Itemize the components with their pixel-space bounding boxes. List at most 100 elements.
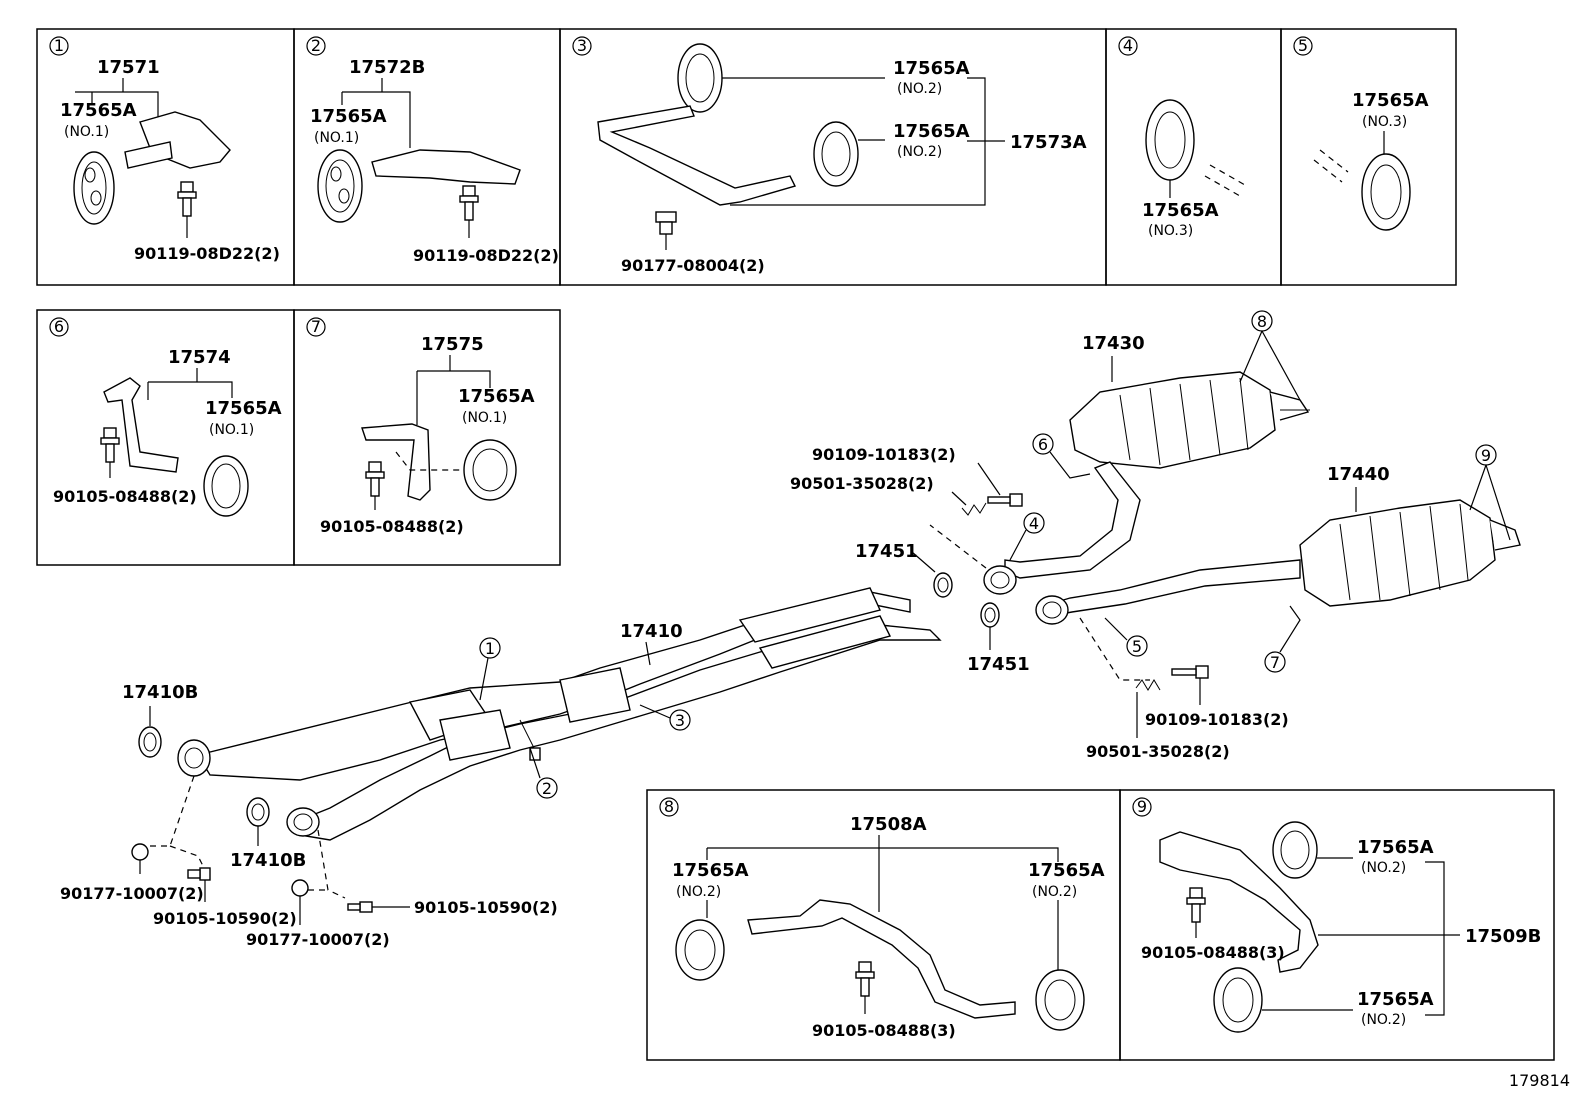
panel-9-rubber-top-note: (NO.2) [1361, 860, 1406, 876]
bolt-icon [987, 493, 1023, 507]
panel-9-bolt: 90105-08488(3) [1141, 943, 1285, 962]
spring-icon [1135, 679, 1161, 691]
front-right-flange [286, 807, 320, 837]
panel-8-main-part: 17508A [850, 814, 927, 835]
panel-3-index: 3 [577, 36, 587, 55]
callout-1-circle [479, 637, 501, 659]
lower-center-flange [1035, 595, 1069, 625]
label-bolt-front-left: 90105-10590(2) [153, 909, 297, 928]
panel-2-bolt: 90119-08D22(2) [413, 246, 559, 265]
label-spring-upper: 90501-35028(2) [790, 474, 934, 493]
gasket-front-left [138, 726, 162, 758]
panel-1-bolt: 90119-08D22(2) [134, 244, 280, 263]
front-left-flange [177, 739, 211, 777]
hanger-bracket-17573a [597, 105, 797, 206]
callout-8: 8 [1257, 312, 1267, 331]
callout-5: 5 [1132, 637, 1142, 656]
bolt-icon [347, 901, 373, 913]
panel-7-index: 7 [311, 317, 321, 336]
panel-5: 5 17565A (NO.3) [1280, 28, 1457, 286]
bolt-icon [177, 181, 197, 217]
panel-6-index: 6 [54, 317, 64, 336]
panel-2-main-part: 17572B [349, 57, 425, 78]
panel-7-main-part: 17575 [421, 334, 484, 355]
spring-icon [961, 502, 987, 516]
panel-3-rubber-b: 17565A [893, 121, 970, 142]
panel-5-index: 5 [1298, 36, 1308, 55]
panel-4-rubber: 17565A [1142, 200, 1219, 221]
panel-1-index-circle [49, 36, 69, 56]
panel-8-rubber-right: 17565A [1028, 860, 1105, 881]
label-nut-front-left: 90177-10007(2) [60, 884, 204, 903]
bolt-icon [855, 961, 875, 997]
panel-4: 4 17565A (NO.3) [1105, 28, 1282, 286]
panel-6: 6 17574 17565A (NO.1) 90105-08488(2) [36, 309, 295, 566]
panel-3-nut: 90177-08004(2) [621, 256, 765, 275]
panel-1-index: 1 [54, 36, 64, 55]
hanger-bracket-17574 [103, 377, 179, 473]
label-bolt-upper: 90109-10183(2) [812, 445, 956, 464]
front-pipe-17410 [196, 587, 942, 841]
callout-1: 1 [485, 639, 495, 658]
rubber-mount-no3 [1145, 99, 1195, 181]
panel-9: 9 17565A (NO.2) 17509B 17565A (NO.2) 901… [1119, 789, 1555, 1061]
bolt-icon [100, 427, 120, 463]
panel-2: 2 17572B 17565A (NO.1) 90119-08D22(2) [293, 28, 561, 286]
rubber-mount-no3 [1361, 153, 1411, 231]
panel-9-assembly: 17509B [1465, 926, 1541, 947]
main-assembly: 17410 17410B 17410B [60, 310, 1521, 949]
rubber-mount-no1 [73, 151, 115, 225]
rubber-mount-no2-bottom [1213, 967, 1263, 1033]
panel-3-rubber-a-note: (NO.2) [897, 81, 942, 97]
rubber-mount-no1 [203, 455, 249, 517]
panel-8-rubber-left-note: (NO.2) [676, 884, 721, 900]
panel-2-index: 2 [311, 36, 321, 55]
panel-2-rubber-note: (NO.1) [314, 130, 359, 146]
hanger-bracket-17572b [371, 149, 521, 185]
label-bolt-lower: 90109-10183(2) [1145, 710, 1289, 729]
panel-4-rubber-note: (NO.3) [1148, 223, 1193, 239]
gasket-front-right [246, 797, 270, 827]
callout-9: 9 [1481, 446, 1491, 465]
panel-7-rubber: 17565A [458, 386, 535, 407]
panel-8-rubber-right-note: (NO.2) [1032, 884, 1077, 900]
panel-6-bolt: 90105-08488(2) [53, 487, 197, 506]
callout-2: 2 [542, 779, 552, 798]
hanger-bracket-17509b [1159, 831, 1319, 973]
panel-8-rubber-left: 17565A [672, 860, 749, 881]
panel-3-rubber-a: 17565A [893, 58, 970, 79]
panel-8-bolt: 90105-08488(3) [812, 1021, 956, 1040]
gasket-center-top [933, 572, 953, 598]
rubber-mount-no1 [317, 149, 363, 223]
panel-7: 7 17575 17565A (NO.1) 90105-08488(2) [293, 309, 561, 566]
panel-3-assembly: 17573A [1010, 132, 1087, 153]
panel-5-rubber: 17565A [1352, 90, 1429, 111]
panel-1-rubber: 17565A [60, 100, 137, 121]
rubber-mount-no2-left [675, 919, 725, 981]
panel-7-rubber-note: (NO.1) [462, 410, 507, 426]
callout-4: 4 [1029, 514, 1039, 533]
bolt-icon [459, 185, 479, 221]
panel-6-main-part: 17574 [168, 347, 231, 368]
rubber-mount-no2-top [1272, 821, 1318, 879]
panel-1-rubber-note: (NO.1) [64, 124, 109, 140]
figure-id: 179814 [1509, 1071, 1570, 1090]
nut-icon [131, 843, 149, 861]
label-front-pipe: 17410 [620, 621, 683, 642]
panel-4-index: 4 [1123, 36, 1133, 55]
gasket-center-bottom [980, 602, 1000, 628]
rubber-mount-no2-right [1035, 969, 1085, 1031]
panel-6-rubber: 17565A [205, 398, 282, 419]
hanger-bracket-17508a [747, 899, 1016, 1019]
rubber-mount-no1 [463, 439, 517, 501]
panel-6-rubber-note: (NO.1) [209, 422, 254, 438]
upper-center-flange [983, 565, 1017, 595]
bolt-icon [1186, 887, 1206, 923]
callout-3: 3 [675, 711, 685, 730]
nut-icon [655, 211, 677, 235]
rubber-mount-no2-middle [813, 121, 859, 187]
panel-9-rubber-top: 17565A [1357, 837, 1434, 858]
panel-9-rubber-bottom: 17565A [1357, 989, 1434, 1010]
panel-1: 1 17571 17565A (NO.1) 90119-08D22(2) [36, 28, 295, 286]
